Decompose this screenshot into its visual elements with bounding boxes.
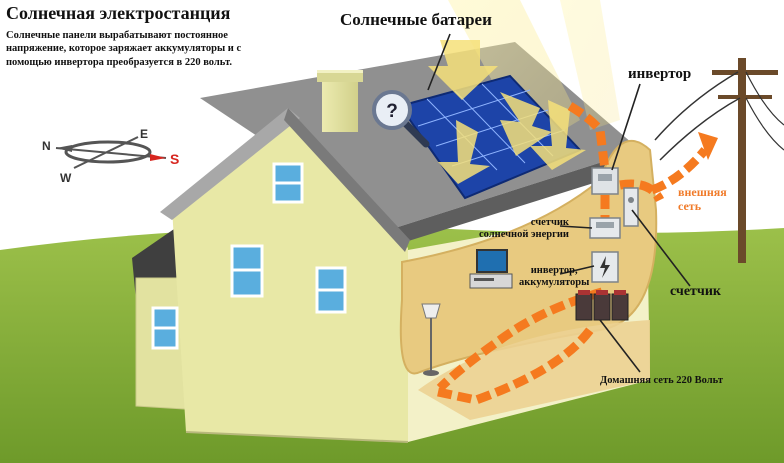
compass-icon [55,136,167,169]
chimney [317,70,363,132]
label-solar-meter: счетчик солнечной энергии [479,217,569,240]
external-grid-arrow [650,132,718,195]
label-inverter-batteries: инвертор, аккумуляторы [519,265,589,288]
power-pole-icon [654,58,784,263]
window [151,162,347,350]
inverter-battery-box [591,251,619,283]
label-external-grid-line2: сеть [678,198,702,213]
inverter-box [591,167,619,195]
label-meter: счетчик [670,284,721,299]
page-title: Солнечная электростанция [6,3,231,23]
battery-bank [575,290,629,321]
label-solar-meter-line2: солнечной энергии [479,228,569,240]
label-solar-meter-line1: счетчик [530,217,569,228]
label-home-network: Домашняя сеть 220 Вольт [600,375,723,386]
front-wall [160,108,410,443]
energy-flow [436,102,665,405]
sun-rays [448,0,620,150]
magnifier-question-icon: ? [372,90,430,148]
sunlight-arrow [428,40,586,184]
label-external-grid-line1: внешняя [678,185,727,199]
roof-edge [395,150,648,243]
lightning-icon [600,256,610,278]
meter-box [623,187,639,227]
compass-west: W [60,171,72,185]
compass-north: N [42,139,51,153]
label-solar-panels: Солнечные батареи [340,10,492,29]
label-inverter-batteries-line2: аккумуляторы [519,276,590,288]
compass-south: S [170,151,180,167]
compass-east: E [140,127,149,141]
label-inverter-batteries-line1: инвертор, [530,265,578,276]
label-external-grid: внешняя сеть [678,185,727,214]
lamp-icon [421,303,441,376]
description: Солнечные панели вырабатывают постоянное… [6,30,242,68]
leader-lines [427,33,691,373]
label-inverter: инвертор [628,66,692,82]
computer-icon [469,249,513,289]
solar-meter-box [589,217,621,239]
svg-text:?: ? [386,101,398,122]
